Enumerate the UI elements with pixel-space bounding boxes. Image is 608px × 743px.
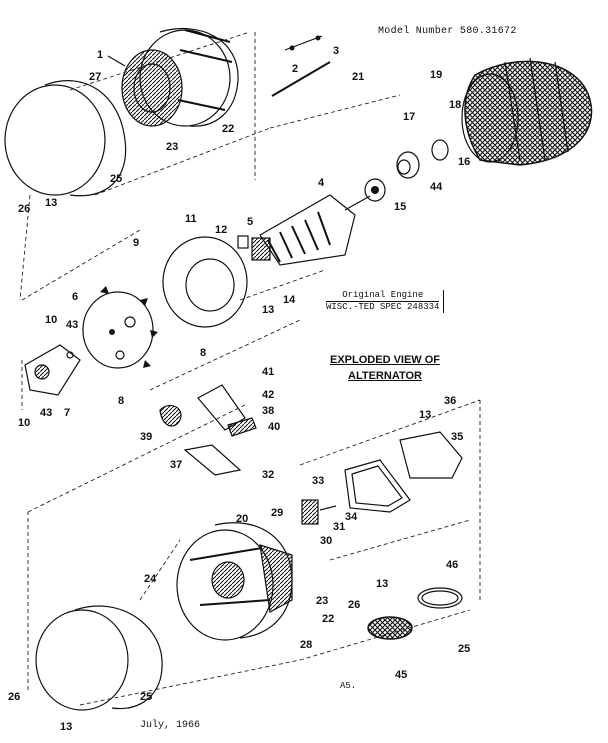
date-label: July, 1966: [140, 720, 201, 731]
callout-23b: 23: [316, 595, 328, 607]
callout-18: 18: [449, 99, 461, 111]
callout-3: 3: [333, 45, 339, 57]
callout-17: 17: [403, 111, 415, 123]
callout-5: 5: [247, 216, 253, 228]
callout-34: 34: [345, 511, 358, 523]
callout-15: 15: [394, 201, 406, 213]
callout-2: 2: [292, 63, 298, 75]
callout-20: 20: [236, 513, 248, 525]
callout-16: 16: [458, 156, 470, 168]
terminal-block: [301, 499, 337, 525]
through-bolt-21: [271, 35, 331, 97]
diagram-title-line2: ALTERNATOR: [348, 370, 422, 382]
bracket-7: [24, 344, 81, 396]
callout-43: 43: [66, 319, 78, 331]
callout-13: 13: [45, 197, 57, 209]
callout-46: 46: [446, 559, 458, 571]
engine-spec-note: Original Engine WISC.-TED SPEC 248334: [326, 290, 445, 313]
engine-note-line2: WISC.-TED SPEC 248334: [326, 301, 440, 312]
callout-28: 28: [300, 639, 312, 651]
callout-26b: 26: [348, 599, 360, 611]
callout-45: 45: [395, 669, 407, 681]
callout-37: 37: [170, 459, 182, 471]
callout-38: 38: [262, 405, 274, 417]
seal-46: [417, 587, 463, 609]
stator-plate-12: [162, 235, 249, 328]
callout-39: 39: [140, 431, 152, 443]
callout-43b: 43: [40, 407, 52, 419]
diagram-title: EXPLODED VIEW OF ALTERNATOR: [330, 352, 440, 384]
stator-19: [461, 57, 593, 166]
callout-44: 44: [430, 181, 443, 193]
callout-19: 19: [430, 69, 442, 81]
callout-36: 36: [444, 395, 456, 407]
callout-25b: 25: [458, 643, 470, 655]
callout-11: 11: [185, 213, 197, 225]
page-number: A5.: [340, 681, 357, 691]
callout-31: 31: [333, 521, 345, 533]
callout-24: 24: [144, 573, 157, 585]
gasket-34: [344, 459, 411, 513]
cover-35: [399, 431, 463, 479]
callout-21: 21: [352, 71, 364, 83]
callout-12: 12: [215, 224, 227, 236]
regulator-parts: [159, 384, 257, 476]
callout-9: 9: [133, 237, 139, 249]
callout-42: 42: [262, 389, 274, 401]
callout-13b: 13: [262, 304, 274, 316]
callout-22: 22: [222, 123, 234, 135]
callout-35: 35: [451, 431, 463, 443]
diagram-title-line1: EXPLODED VIEW OF: [330, 354, 441, 366]
callout-10b: 10: [18, 417, 30, 429]
callout-22b: 22: [322, 613, 334, 625]
rear-tube-24: [35, 605, 163, 711]
rotor-4: [251, 194, 371, 266]
callout-23: 23: [166, 141, 178, 153]
callout-13d: 13: [376, 578, 388, 590]
model-number-label: Model Number 580.31672: [378, 26, 517, 37]
front-tube-27: [4, 80, 127, 197]
screen-45: [367, 616, 413, 640]
rear-housing-20: [176, 522, 293, 641]
callout-1: 1: [97, 49, 103, 61]
callout-6: 6: [72, 291, 78, 303]
callout-30: 30: [320, 535, 332, 547]
callout-7: 7: [64, 407, 70, 419]
callout-29: 29: [271, 507, 283, 519]
callout-25c: 25: [140, 691, 152, 703]
callout-10: 10: [45, 314, 57, 326]
callout-41: 41: [262, 366, 274, 378]
callout-13c: 13: [419, 409, 431, 421]
callout-8b: 8: [118, 395, 124, 407]
callout-labels: 1 27 2 3 21 22 23 25 26 13 19 18 17 16 4…: [8, 45, 470, 733]
front-end-housing-1: [121, 28, 239, 127]
callout-26: 26: [18, 203, 30, 215]
callout-32: 32: [262, 469, 274, 481]
callout-4: 4: [318, 177, 325, 189]
callout-25: 25: [110, 173, 122, 185]
callout-14: 14: [283, 294, 296, 306]
rectifier-plate-6: [82, 286, 158, 369]
bearing-parts: [364, 139, 449, 202]
callout-26c: 26: [8, 691, 20, 703]
callout-33: 33: [312, 475, 324, 487]
callout-8: 8: [200, 347, 206, 359]
engine-note-line1: Original Engine: [342, 290, 424, 300]
callout-13e: 13: [60, 721, 72, 733]
callout-27: 27: [89, 71, 101, 83]
callout-40: 40: [268, 421, 280, 433]
